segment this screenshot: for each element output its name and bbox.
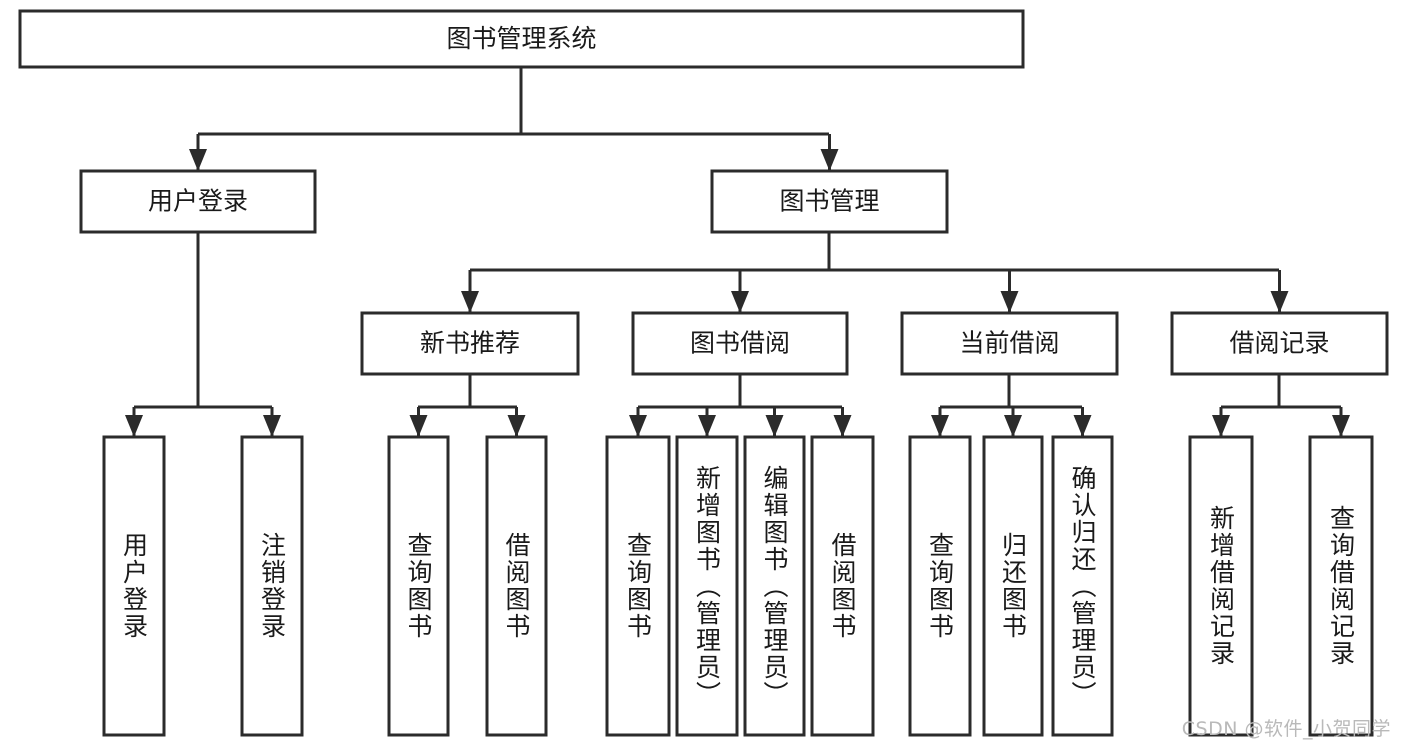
node-label-root: 图书管理系统 bbox=[446, 24, 596, 53]
arrow-head-icon bbox=[507, 415, 526, 437]
node-label-login: 用户登录 bbox=[148, 187, 248, 216]
edge-to-current bbox=[1000, 270, 1019, 313]
node-boxes-layer bbox=[18, 9, 1389, 737]
edge-to-leaf-login-1 bbox=[125, 407, 143, 437]
arrow-head-icon bbox=[263, 415, 281, 437]
node-label-bookmgmt: 图书管理 bbox=[779, 187, 879, 216]
edge-to-leaf-current-2 bbox=[1004, 407, 1022, 437]
connector-bus-current bbox=[940, 374, 1082, 409]
edge-to-records bbox=[1270, 270, 1289, 313]
edge-to-login bbox=[189, 134, 207, 171]
arrow-head-icon bbox=[125, 415, 143, 437]
connector-bus-records bbox=[1221, 374, 1341, 409]
arrow-head-icon bbox=[931, 415, 949, 437]
connector-bus-root bbox=[198, 67, 829, 136]
node-box-leaf-borrow-2[interactable] bbox=[675, 435, 739, 737]
node-label-records: 借阅记录 bbox=[1229, 329, 1329, 358]
node-box-leaf-login-1[interactable] bbox=[102, 435, 166, 737]
node-box-leaf-current-2[interactable] bbox=[982, 435, 1044, 737]
node-label-newbook: 新书推荐 bbox=[420, 329, 520, 358]
csdn-watermark: CSDN @软件_小贺同学 bbox=[1181, 718, 1391, 740]
connector-bus-newbook bbox=[418, 374, 517, 409]
arrow-head-icon bbox=[765, 415, 784, 437]
node-box-leaf-borrow-4[interactable] bbox=[810, 435, 875, 737]
edge-to-leaf-newbook-2 bbox=[507, 407, 526, 437]
node-box-newbook[interactable] bbox=[360, 311, 580, 376]
arrow-head-icon bbox=[461, 291, 479, 313]
node-box-borrow[interactable] bbox=[631, 311, 849, 376]
edge-to-leaf-current-1 bbox=[931, 407, 949, 437]
arrow-head-icon bbox=[1073, 415, 1092, 437]
arrow-head-icon bbox=[820, 149, 839, 171]
edge-to-leaf-borrow-3 bbox=[765, 407, 784, 437]
edge-to-newbook bbox=[461, 270, 479, 313]
arrow-head-icon bbox=[1332, 415, 1350, 437]
edge-to-leaf-newbook-1 bbox=[409, 407, 428, 437]
node-box-leaf-records-1[interactable] bbox=[1188, 435, 1254, 737]
node-box-leaf-newbook-2[interactable] bbox=[485, 435, 548, 737]
node-box-leaf-records-2[interactable] bbox=[1308, 435, 1374, 737]
connector-bus-login bbox=[134, 232, 272, 409]
arrow-head-icon bbox=[698, 415, 716, 437]
node-box-login[interactable] bbox=[79, 169, 317, 234]
arrow-head-icon bbox=[1270, 291, 1289, 313]
arrow-head-icon bbox=[1000, 291, 1019, 313]
node-box-records[interactable] bbox=[1170, 311, 1389, 376]
node-box-current[interactable] bbox=[900, 311, 1119, 376]
arrow-head-icon bbox=[189, 149, 207, 171]
arrow-head-icon bbox=[629, 415, 647, 437]
node-label-current: 当前借阅 bbox=[959, 329, 1059, 358]
node-box-leaf-current-1[interactable] bbox=[908, 435, 972, 737]
edge-to-bookmgmt bbox=[820, 134, 839, 171]
node-box-bookmgmt[interactable] bbox=[710, 169, 949, 234]
node-box-leaf-login-2[interactable] bbox=[240, 435, 304, 737]
node-box-leaf-borrow-1[interactable] bbox=[605, 435, 671, 737]
edge-to-leaf-current-3 bbox=[1073, 407, 1092, 437]
edge-to-leaf-records-2 bbox=[1332, 407, 1350, 437]
arrow-head-icon bbox=[833, 415, 852, 437]
edge-to-leaf-borrow-4 bbox=[833, 407, 852, 437]
node-label-borrow: 图书借阅 bbox=[690, 329, 790, 358]
edge-to-leaf-borrow-1 bbox=[629, 407, 647, 437]
node-box-leaf-current-3[interactable] bbox=[1051, 435, 1114, 737]
edge-to-borrow bbox=[731, 270, 749, 313]
edge-to-leaf-borrow-2 bbox=[698, 407, 716, 437]
arrow-head-icon bbox=[731, 291, 749, 313]
node-box-leaf-borrow-3[interactable] bbox=[743, 435, 806, 737]
node-box-root[interactable] bbox=[18, 9, 1025, 69]
arrow-head-icon bbox=[1004, 415, 1022, 437]
edge-to-leaf-records-1 bbox=[1212, 407, 1230, 437]
node-box-leaf-newbook-1[interactable] bbox=[387, 435, 450, 737]
arrow-head-icon bbox=[1212, 415, 1230, 437]
edge-to-leaf-login-2 bbox=[263, 407, 281, 437]
connector-bus-borrow bbox=[638, 374, 842, 409]
connector-bus-bookmgmt bbox=[470, 232, 1279, 272]
arrow-head-icon bbox=[409, 415, 428, 437]
connectors-layer bbox=[125, 67, 1350, 437]
